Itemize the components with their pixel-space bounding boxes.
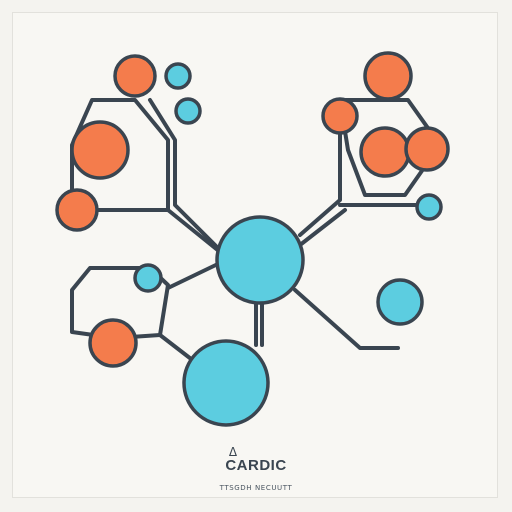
link-right-loop (338, 98, 442, 197)
atom-cyan-right-mid (376, 278, 424, 326)
atom-orange-right-a (359, 126, 411, 178)
atom-cyan-lower-left (133, 263, 163, 293)
brand-tagline: TTSGDH NECUUTT (219, 484, 293, 492)
network-links (70, 98, 442, 364)
atom-orange-top-left (113, 54, 157, 98)
atom-orange-left-big (70, 120, 130, 180)
atom-cyan-hub (215, 215, 305, 305)
link-right-branch (298, 133, 342, 237)
atom-orange-top-right (363, 51, 413, 101)
logo-mark: Δ (228, 445, 238, 459)
cyan-atoms (133, 62, 443, 427)
atom-orange-left-mid (55, 188, 99, 232)
atom-cyan-bottom (182, 339, 270, 427)
brand-name: CARDIC (225, 457, 287, 474)
link-left-branch (148, 98, 220, 250)
link-lower-hub (166, 260, 224, 290)
link-lower-down (158, 333, 197, 364)
link-lower-right (293, 288, 400, 350)
link-left-join (166, 208, 222, 254)
link-right-hub (298, 208, 347, 247)
orange-atoms (55, 51, 450, 368)
atom-orange-right-small (321, 97, 359, 135)
atom-cyan-top-b (174, 97, 202, 125)
atom-cyan-right-small (415, 193, 443, 221)
atom-orange-lower-left (88, 318, 138, 368)
atom-orange-right-b (404, 126, 450, 172)
atom-cyan-top-a (164, 62, 192, 90)
